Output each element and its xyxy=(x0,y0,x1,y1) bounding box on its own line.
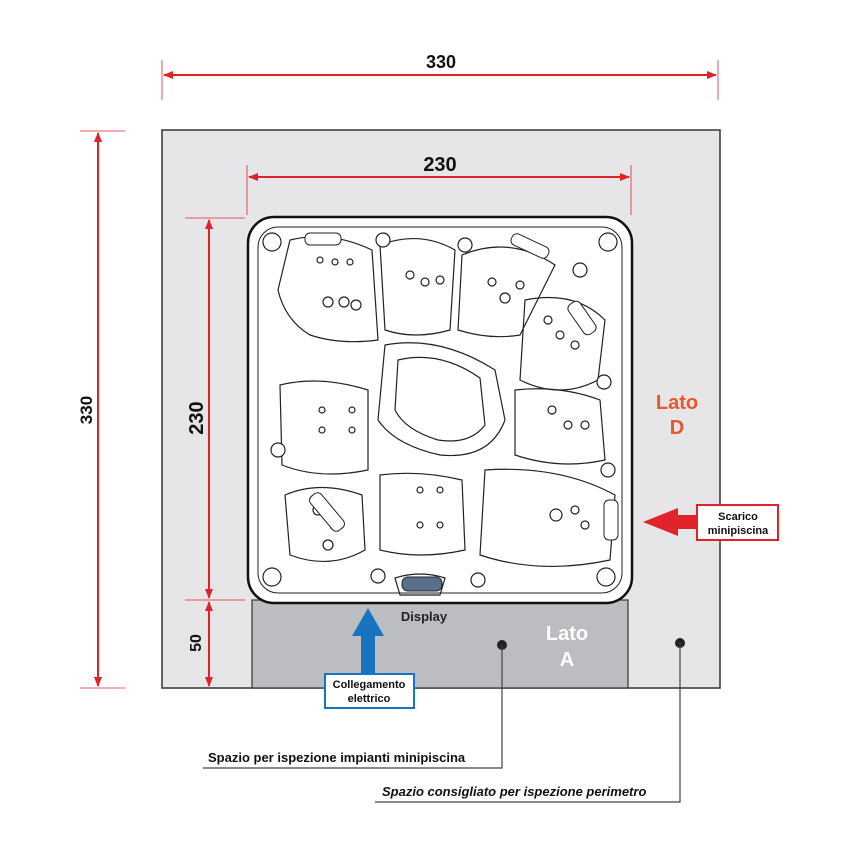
side-a-label-line1: Lato xyxy=(546,623,588,645)
power-arrow-icon xyxy=(352,608,384,676)
side-a-label-line2: A xyxy=(560,649,574,671)
overall-width-label: 330 xyxy=(426,52,456,72)
perimeter-space-callout: Spazio consigliato per ispezione perimet… xyxy=(375,638,685,803)
dimension-overall-depth: 330 xyxy=(77,130,125,689)
inspection-depth-label: 50 xyxy=(188,634,205,652)
dimension-tub-width: 230 xyxy=(246,154,632,215)
side-d-label-line1: Lato xyxy=(656,392,698,414)
dimension-inspection-depth: 50 xyxy=(188,601,213,687)
side-d-label-line2: D xyxy=(670,417,684,439)
drain-label-line1: Scarico xyxy=(718,511,758,523)
tub-width-label: 230 xyxy=(423,154,456,176)
tub-depth-label: 230 xyxy=(186,401,208,434)
drain-label-line2: minipiscina xyxy=(708,525,769,537)
power-label-line2: elettrico xyxy=(348,693,391,705)
overall-depth-label: 330 xyxy=(77,396,96,424)
inspection-space-callout: Spazio per ispezione impianti minipiscin… xyxy=(203,640,507,769)
spa-tub xyxy=(246,215,634,605)
power-connection-indicator: Collegamento elettrico xyxy=(324,608,415,709)
dimension-overall-width: 330 xyxy=(161,52,719,100)
display-label: Display xyxy=(401,609,448,624)
power-label-line1: Collegamento xyxy=(333,679,406,691)
drain-arrow-icon xyxy=(643,508,700,536)
inspection-space-label: Spazio per ispezione impianti minipiscin… xyxy=(208,750,466,765)
drain-indicator: Scarico minipiscina xyxy=(643,504,779,541)
inspection-area xyxy=(251,599,629,689)
dimension-tub-depth: 230 xyxy=(185,217,245,601)
perimeter-space-label: Spazio consigliato per ispezione perimet… xyxy=(382,784,646,799)
